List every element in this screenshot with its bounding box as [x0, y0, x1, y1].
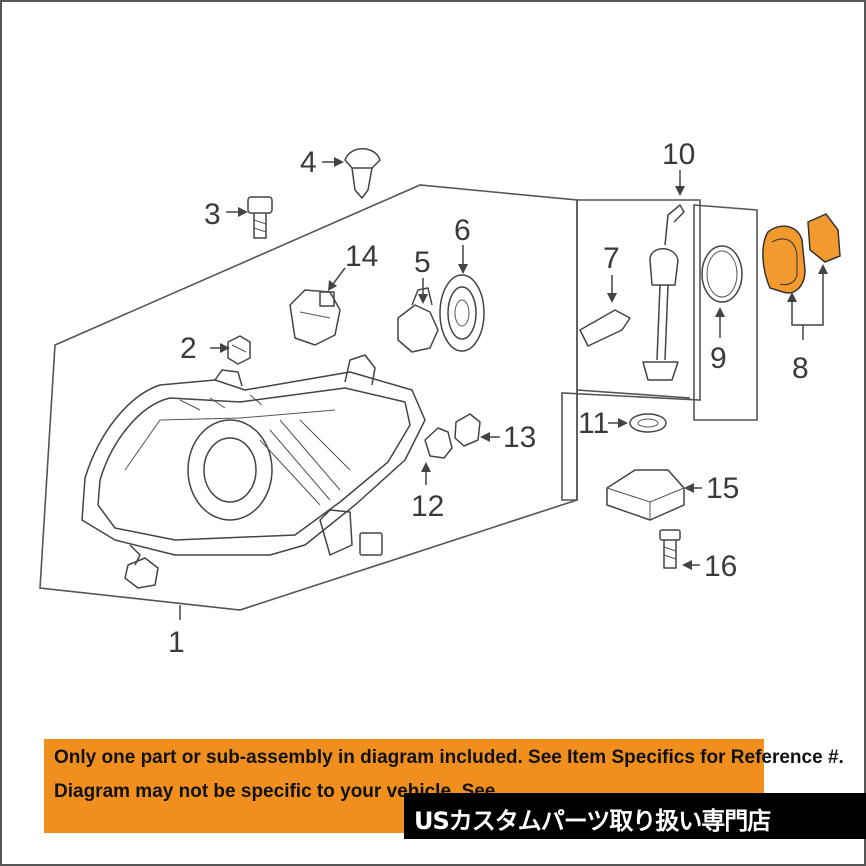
position-bulb [579, 309, 631, 347]
callout-10: 10 [662, 138, 695, 171]
screw-16 [659, 529, 681, 569]
dust-cap [439, 274, 485, 352]
main-assembly-box [39, 184, 578, 611]
callout-13: 13 [503, 421, 536, 454]
callout-4: 4 [300, 146, 317, 179]
side-bulb [424, 427, 453, 459]
shop-banner-text: USカスタムパーツ取り扱い専門店 [414, 807, 771, 835]
callout-3: 3 [204, 198, 221, 231]
callout-2: 2 [180, 332, 197, 365]
leader-lines [179, 157, 828, 620]
callout-1: 1 [168, 626, 185, 659]
callout-12: 12 [411, 490, 444, 523]
callout-16: 16 [704, 550, 737, 583]
highlighted-cover [762, 225, 806, 294]
socket-wire [642, 204, 685, 381]
highlighted-cap [807, 213, 841, 263]
bolt-3 [247, 196, 273, 239]
side-socket [454, 413, 481, 447]
callout-6: 6 [454, 214, 471, 247]
ballast-module [606, 469, 685, 521]
disclaimer-line-1: Only one part or sub-assembly in diagram… [54, 747, 844, 768]
disclaimer-line-2: Diagram may not be specific to your vehi… [54, 781, 496, 802]
bulb-group-box-inner [576, 389, 691, 399]
callout-9: 9 [710, 342, 727, 375]
headlamp-assembly [81, 354, 426, 589]
push-clip [344, 148, 381, 199]
seal-box [693, 204, 758, 421]
headlamp-bulb [397, 287, 439, 353]
callout-8: 8 [792, 352, 809, 385]
seal-ring [701, 245, 743, 303]
callout-7: 7 [603, 242, 620, 275]
callout-14: 14 [345, 240, 378, 273]
callout-11: 11 [578, 407, 609, 440]
clip-nut [227, 335, 251, 365]
callout-15: 15 [706, 472, 739, 505]
washer [629, 413, 667, 433]
shop-banner: USカスタムパーツ取り扱い専門店 [404, 793, 866, 839]
bulb-group-box [561, 199, 701, 501]
callout-5: 5 [414, 246, 431, 279]
leveling-motor [289, 289, 341, 346]
